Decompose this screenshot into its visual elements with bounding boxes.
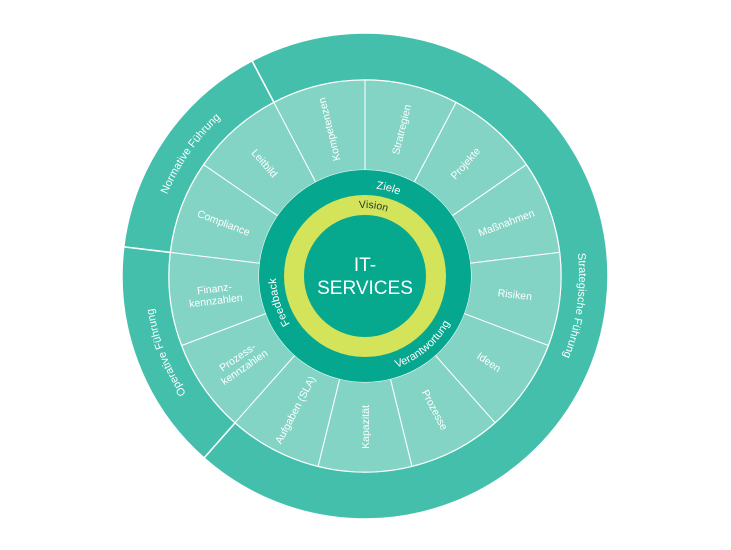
center-title: IT-SERVICES	[317, 255, 413, 299]
vision-label: Vision	[359, 199, 390, 215]
segment-label-line: Finanz-	[196, 281, 233, 297]
middle-ring	[168, 79, 562, 473]
segment-label-line: Risiken	[497, 287, 533, 303]
core	[259, 170, 471, 382]
center-title-line: SERVICES	[317, 278, 413, 299]
vision-label-text: Vision	[359, 199, 390, 215]
center-title-line: IT-	[354, 255, 376, 276]
center-disc	[304, 215, 426, 337]
segment-label: Kapazität	[360, 405, 372, 449]
segment-label-line: Kapazität	[360, 405, 372, 449]
segment-label: Risiken	[497, 287, 533, 303]
